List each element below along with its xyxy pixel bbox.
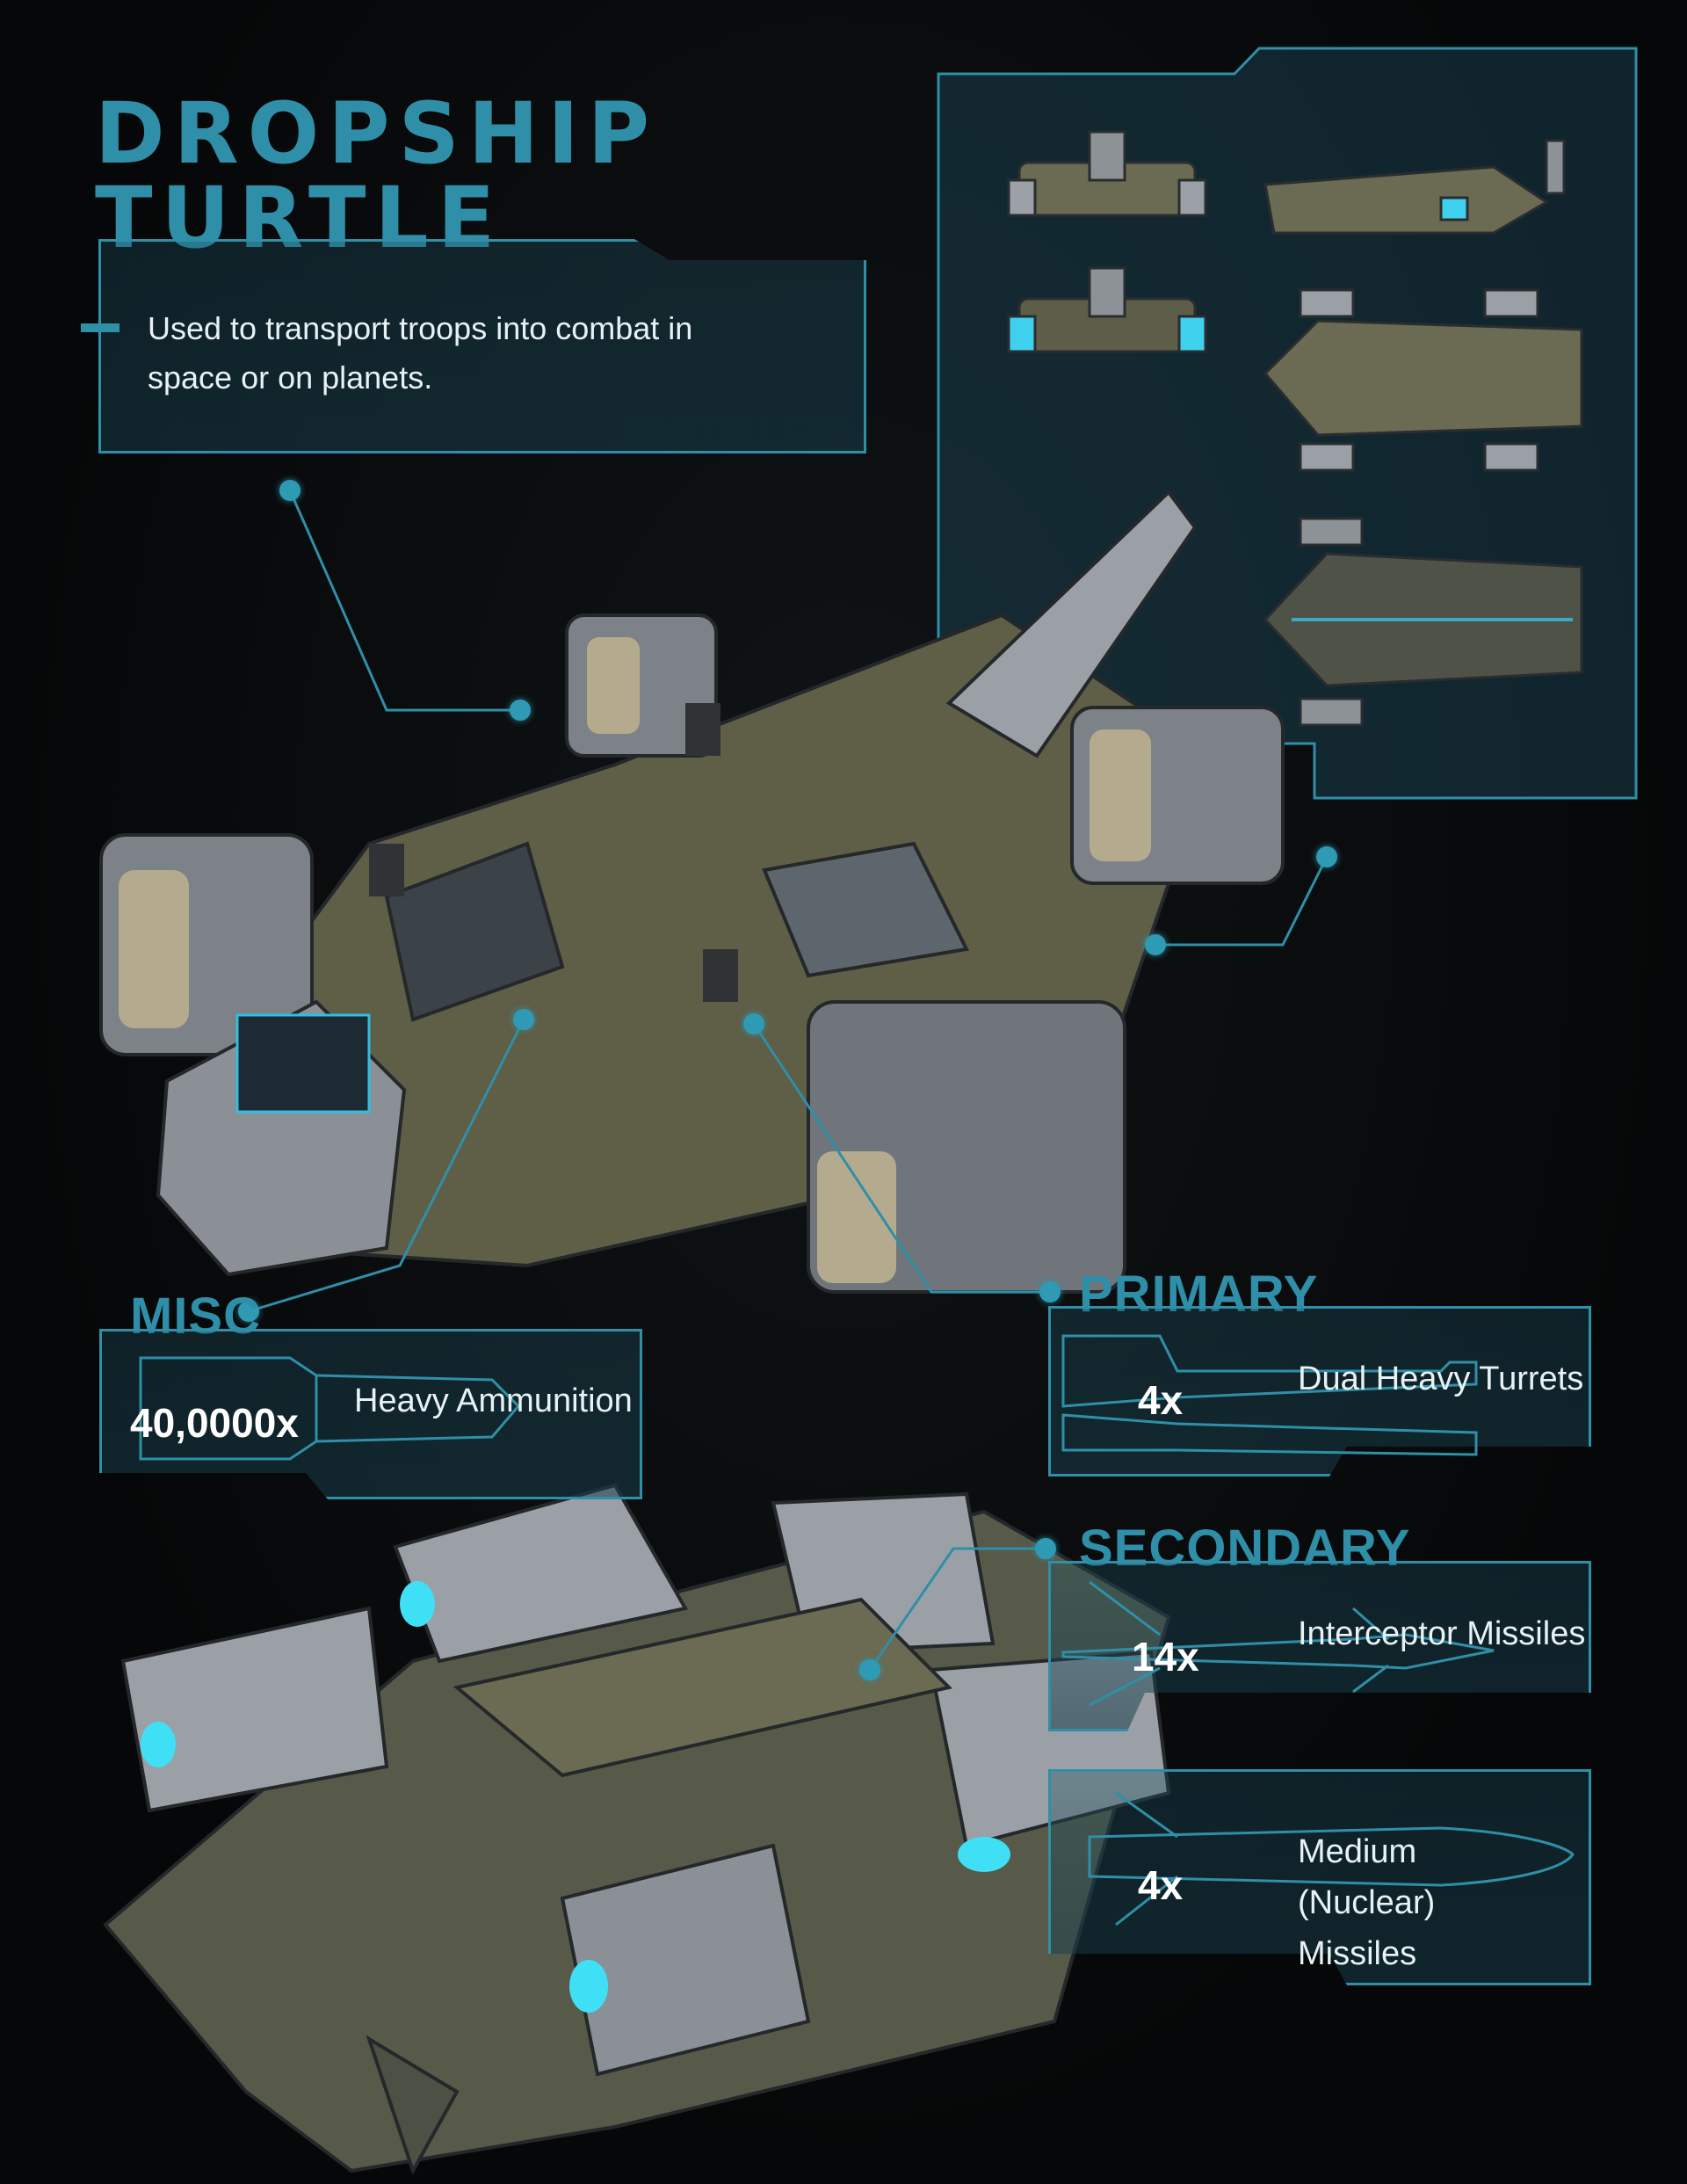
description-text: Used to transport troops into combat in … [148,310,693,395]
view-back [1007,266,1207,353]
title-line-1: DROPSHIP [95,84,659,183]
primary-count: 4x [1138,1377,1184,1423]
description-marker [81,323,119,332]
leader-dot-description [279,480,300,501]
description-panel [98,239,866,453]
view-side [1263,139,1566,235]
leader-dot-primary [1039,1281,1061,1302]
misc-name: Heavy Ammunition [354,1382,633,1419]
misc-count: 40,0000x [130,1400,299,1446]
view-front [1007,130,1207,217]
leader-dot-ship [510,700,531,721]
leader-dot-views [1316,846,1337,867]
leader-dot-primary-target [743,1013,764,1034]
page-title: DROPSHIP TURTLE [95,91,658,260]
leader-dot-engine [1145,934,1166,955]
main-ship-render [99,489,1285,1294]
leader-dot-misc-target [513,1009,534,1030]
primary-name: Dual Heavy Turrets [1298,1360,1584,1397]
secondary-count-1: 14x [1132,1634,1199,1680]
leader-dot-secondary [1035,1538,1056,1559]
leader-lines [248,490,1329,1671]
leader-dot-misc [238,1301,259,1322]
view-bottom [1263,517,1583,727]
secondary-count-2: 4x [1138,1862,1184,1908]
view-top [1263,288,1583,472]
secondary-name-2: Medium (Nuclear) Missiles [1298,1833,1436,1972]
secondary-name-1: Interceptor Missiles [1298,1615,1586,1652]
leader-dot-secondary-target [859,1659,880,1680]
